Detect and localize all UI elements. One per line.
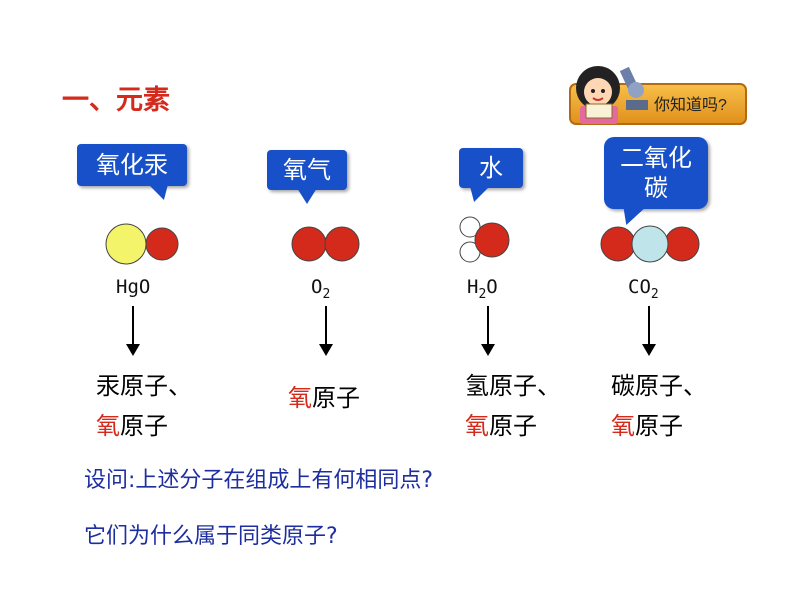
bubble-label: 氧化汞	[96, 151, 168, 179]
mercury-atom	[105, 223, 147, 265]
bubble-mercury-oxide: 氧化汞	[77, 144, 187, 200]
carbon-dioxide-model	[600, 225, 700, 263]
bubble-water: 水	[459, 148, 523, 202]
down-arrow-icon	[642, 306, 656, 356]
atoms-line2: 氧原子	[611, 412, 683, 440]
bubble-oxygen: 氧气	[267, 150, 347, 204]
mercury-oxide-model	[105, 223, 179, 265]
bubble-label-line2: 碳	[644, 174, 668, 202]
formula-main: CO	[628, 276, 651, 298]
atoms-oxygen: 氧原子	[288, 378, 360, 418]
hydrogen-atom	[459, 216, 481, 238]
oxygen-atom	[474, 222, 510, 258]
atoms-line2: 氧原子	[465, 412, 537, 440]
bubble-tail	[464, 186, 490, 202]
bubble-label-line1: 二氧化	[620, 144, 692, 172]
formula-subscript: 2	[650, 286, 659, 302]
formula-subscript: 2	[322, 286, 331, 302]
formula-o2: O2	[311, 276, 330, 302]
atoms-mercury-oxide: 汞原子、 氧原子	[96, 366, 192, 446]
oxygen-atom	[291, 226, 327, 262]
girl-reading-icon	[576, 66, 620, 124]
formula-main: H	[467, 276, 479, 298]
oxygen-atom	[631, 225, 669, 263]
formula-main: HgO	[116, 276, 151, 298]
down-arrow-icon	[319, 306, 333, 356]
atoms-carbon-dioxide: 碳原子、 氧原子	[611, 366, 707, 446]
bubble-tail	[148, 184, 174, 200]
formula-hgo: HgO	[116, 276, 150, 298]
question-1: 设问:上述分子在组成上有何相同点?	[84, 468, 434, 493]
section-title: 一、元素	[62, 85, 170, 116]
formula-h2o: H2O	[467, 276, 498, 302]
microscope-icon	[619, 66, 648, 110]
formula-subscript: 2	[478, 286, 487, 302]
down-arrow-icon	[126, 306, 140, 356]
atoms-line1: 碳原子、	[611, 372, 707, 400]
atoms-line2: 氧原子	[96, 412, 168, 440]
formula-main: O	[311, 276, 323, 298]
atoms-water: 氢原子、 氧原子	[465, 366, 561, 446]
oxygen-atom	[324, 226, 360, 262]
oxygen-atom	[145, 227, 179, 261]
atoms-line1: 氢原子、	[465, 372, 561, 400]
did-you-know-badge: 你知道吗?	[569, 66, 747, 125]
formula-co2: CO2	[628, 276, 659, 302]
carbon-atom	[664, 226, 700, 262]
down-arrow-icon	[481, 306, 495, 356]
formula-tail: O	[486, 276, 498, 298]
oxygen-atom	[600, 226, 636, 262]
bubble-tail	[297, 188, 317, 204]
water-model	[459, 216, 510, 263]
bubble-carbon-dioxide: 二氧化 碳	[604, 137, 708, 225]
atoms-line1: 氧原子	[288, 384, 360, 412]
badge-label: 你知道吗?	[654, 96, 727, 114]
bubble-label: 水	[479, 154, 503, 182]
atoms-line1: 汞原子、	[96, 372, 192, 400]
oxygen-model	[291, 226, 360, 262]
bubble-label: 氧气	[283, 156, 331, 184]
question-2: 它们为什么属于同类原子?	[84, 524, 338, 549]
